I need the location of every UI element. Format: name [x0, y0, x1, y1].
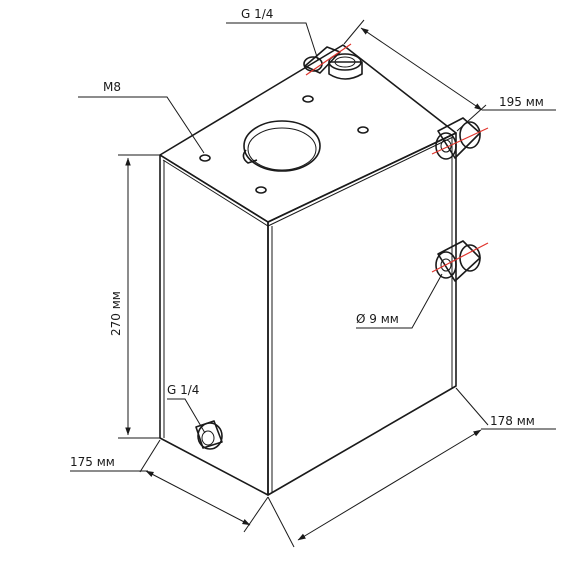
label-height: 270 мм: [109, 291, 123, 336]
top-opening: [242, 120, 321, 172]
left-depth-dimension: [70, 439, 269, 533]
label-mount-hole: Ø 9 мм: [356, 312, 399, 326]
top-port-leader: [226, 22, 319, 61]
bottom-port-leader: [167, 398, 206, 434]
bottom-drain-port: [195, 420, 223, 450]
height-dimension: [118, 154, 160, 439]
right-depth-dimension: [267, 387, 556, 548]
upper-mount-boss: [431, 117, 489, 160]
label-depth-left: 175 мм: [70, 455, 115, 469]
label-top-port: G 1/4: [241, 7, 273, 21]
top-width-dimension: [343, 19, 556, 132]
tank-body: [159, 44, 457, 496]
top-filler-port: [303, 43, 363, 80]
tank-top-face: [159, 44, 457, 223]
label-bottom-port: G 1/4: [167, 383, 199, 397]
bolt-hole-2: [357, 126, 369, 134]
tank-right-face: [267, 132, 457, 496]
lower-mount-boss: [431, 240, 489, 282]
label-depth-right: 178 мм: [490, 414, 535, 428]
m8-leader: [78, 96, 205, 154]
top-bolt-holes: [199, 95, 369, 194]
bolt-hole-3: [199, 154, 211, 162]
bolt-hole-4: [255, 186, 267, 194]
bolt-hole-1: [302, 95, 314, 103]
mount-hole-leader: [356, 273, 443, 329]
label-width-top: 195 мм: [499, 95, 544, 109]
label-bolt: M8: [103, 80, 121, 94]
